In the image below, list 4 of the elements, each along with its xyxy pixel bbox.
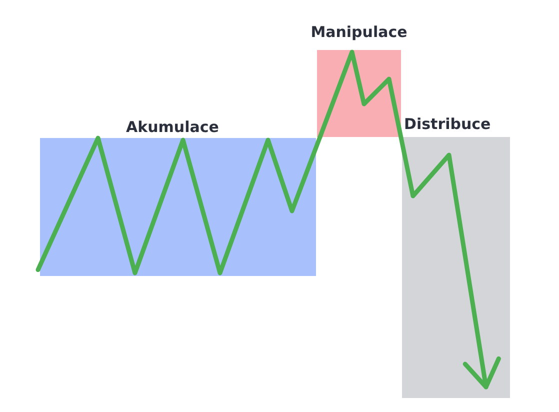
zone-label: Manipulace (310, 24, 408, 41)
zone-label: Akumulace (126, 119, 219, 136)
zone-label: Distribuce (404, 116, 491, 133)
price-trend-arrow (318, 50, 501, 390)
